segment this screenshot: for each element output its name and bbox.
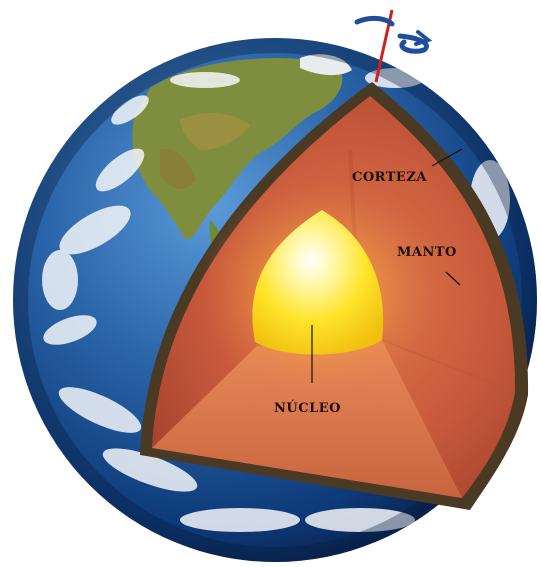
mantle-label: MANTO: [397, 245, 457, 260]
mantle-leader: [445, 271, 461, 286]
crust-leader: [431, 148, 463, 167]
core-label: NÚCLEO: [274, 401, 341, 416]
continent-north-america: [132, 58, 343, 241]
leader-lines: [311, 148, 463, 383]
core-layer: [252, 210, 384, 355]
cutaway-wedge: [140, 82, 529, 510]
crust-label: CORTEZA: [352, 170, 427, 185]
rotation-arrow-icon: [354, 15, 433, 54]
